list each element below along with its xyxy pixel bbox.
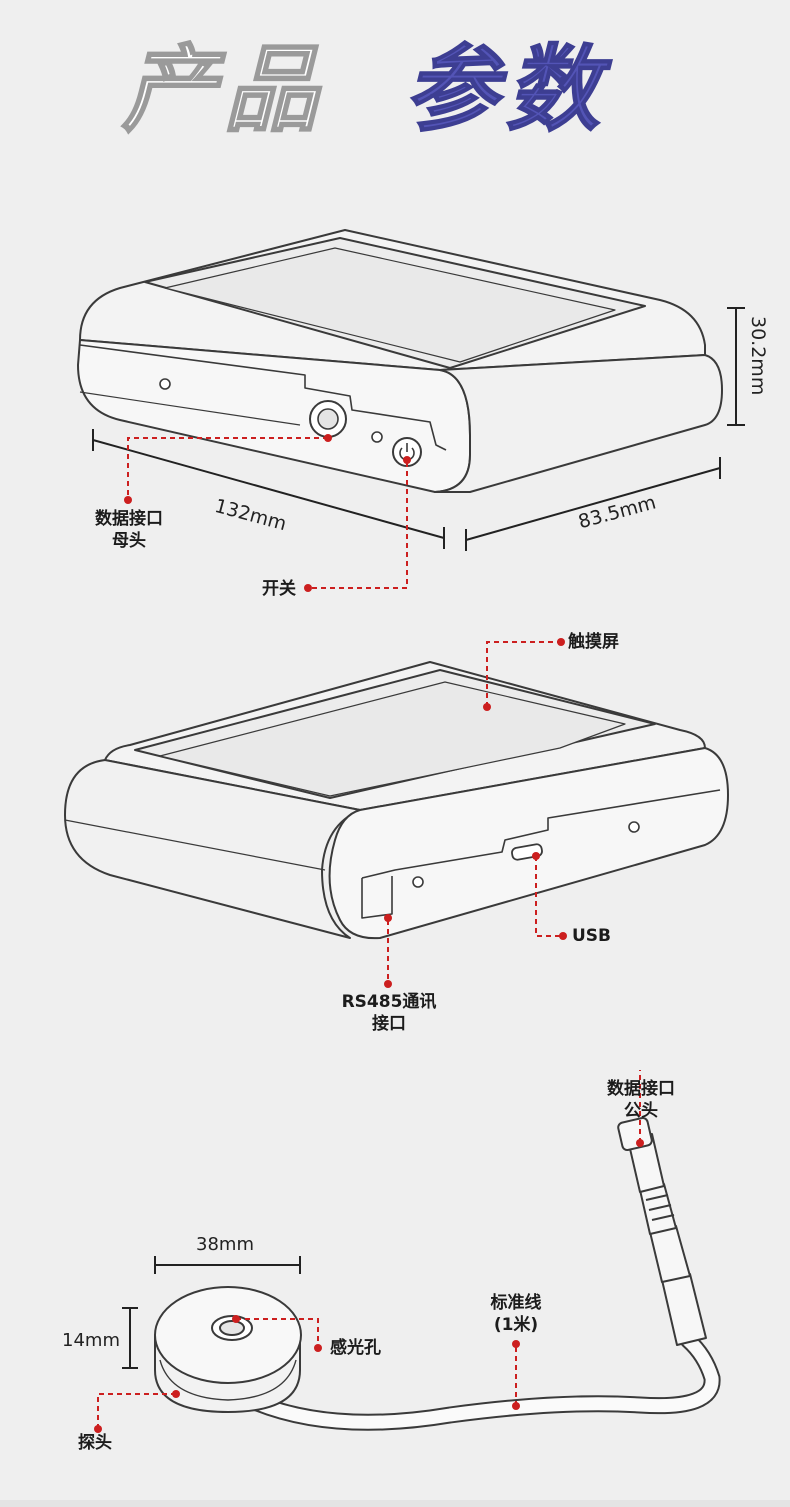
page-heading: 产品 参数: [115, 33, 630, 146]
callout-rs485-line1: RS485通讯: [341, 992, 437, 1012]
bottom-border: [0, 1500, 790, 1507]
device-front-drawing: [77, 229, 745, 592]
callout-probe: 探头: [78, 1433, 112, 1453]
device-back-drawing: [64, 638, 729, 988]
callout-power-switch: 开关: [262, 579, 296, 599]
heading-part2: 参数: [398, 34, 629, 144]
dimension-probe-height: 14mm: [62, 1330, 120, 1351]
callout-cable-line2: (1米): [493, 1315, 539, 1335]
callout-cable: 标准线 (1米): [468, 1292, 564, 1336]
dimension-diameter: 38mm: [196, 1234, 254, 1255]
dimension-height: 30.2mm: [747, 316, 769, 396]
sensor-probe-drawing: [94, 1070, 721, 1433]
callout-cable-line1: 标准线: [490, 1293, 542, 1313]
callout-data-port-female-line1: 数据接口: [95, 509, 163, 529]
callout-data-port-female: 数据接口 母头: [82, 508, 176, 552]
callout-rs485: RS485通讯 接口: [330, 991, 448, 1035]
heading-part1: 产品: [116, 34, 347, 144]
callout-rs485-line2: 接口: [372, 1014, 406, 1034]
callout-data-port-male-line1: 数据接口: [607, 1079, 675, 1099]
callout-touchscreen: 触摸屏: [568, 632, 619, 652]
callout-data-port-male-line2: 公头: [624, 1101, 658, 1121]
callout-data-port-male: 数据接口 公头: [594, 1078, 688, 1122]
callout-data-port-female-line2: 母头: [112, 531, 146, 551]
callout-usb: USB: [572, 926, 612, 946]
callout-light-hole: 感光孔: [330, 1338, 381, 1358]
